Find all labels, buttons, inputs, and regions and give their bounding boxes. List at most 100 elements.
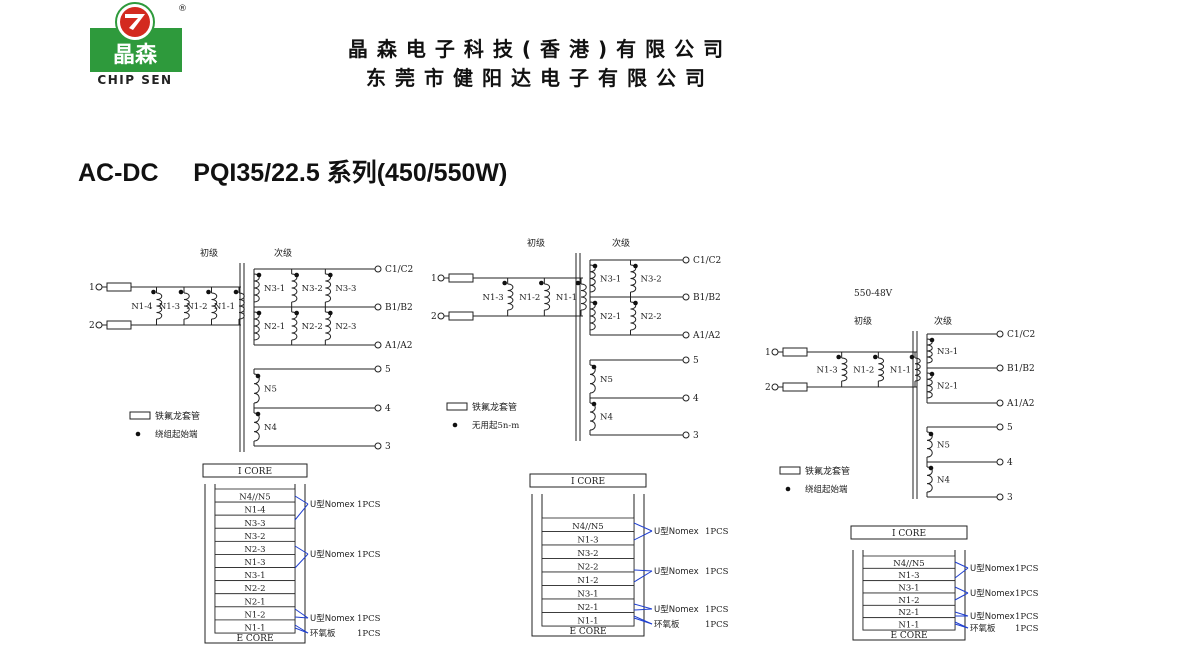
note-label: U型Nomex (310, 614, 355, 624)
winding-start-dot (255, 373, 261, 379)
winding-start-dot (151, 289, 156, 295)
note-arrow (954, 623, 969, 629)
pin-terminal (437, 312, 445, 320)
e-core-outline (531, 494, 645, 637)
pin-terminal (682, 256, 690, 264)
note-arrow (954, 611, 969, 617)
secondary-pin-label: A1/A2 (384, 341, 412, 351)
i-core-box (529, 473, 647, 488)
pin-terminal (374, 365, 382, 373)
secondary-label: 次级 (934, 315, 952, 327)
teflon-tube (782, 347, 808, 357)
legend-tube-label: 铁氟龙套管 (805, 465, 850, 477)
teflon-tube (448, 311, 474, 321)
coil-winding (291, 311, 298, 341)
winding-start-dot (255, 411, 261, 417)
layer-label: N1-4 (244, 506, 265, 516)
layer-label: N1-2 (577, 576, 598, 586)
winding-start-dot (785, 486, 791, 492)
legend-tube-icon (129, 411, 151, 420)
layer-label: N2-1 (244, 597, 265, 607)
note-arrow (954, 561, 969, 569)
primary-winding-label: N1-3 (817, 366, 838, 376)
note-arrow (633, 569, 653, 572)
coil-winding (253, 373, 260, 404)
pin-terminal (682, 331, 690, 339)
winding-start-dot (539, 280, 544, 286)
secondary-winding-label: N3-1 (264, 284, 285, 294)
aux-winding-label: N4 (600, 413, 613, 423)
winding-start-dot (592, 300, 598, 306)
layer-label: N3-2 (577, 549, 598, 559)
aux-pin-label: 4 (1007, 458, 1013, 468)
note-qty: 1PCS (1015, 564, 1039, 574)
coil-winding (841, 357, 848, 382)
layer-label: N3-1 (898, 584, 919, 594)
pin-terminal (374, 265, 382, 273)
note-qty: 1PCS (705, 620, 729, 630)
logo-registered: ® (178, 4, 186, 14)
secondary-winding-label: N2-3 (335, 322, 356, 332)
note-qty: 1PCS (357, 550, 381, 560)
primary-pin-label: 1 (765, 348, 771, 358)
layer-label: N3-3 (244, 519, 265, 529)
legend-tube-label: 铁氟龙套管 (155, 410, 200, 422)
e-core-outline (204, 484, 306, 644)
aux-pin-label: 5 (693, 356, 699, 366)
layer-label: N2-3 (244, 545, 265, 555)
logo-cn-text: 晶森 (113, 42, 158, 68)
secondary-winding-label: N3-2 (302, 284, 323, 294)
primary-winding-label: N1-2 (186, 302, 207, 312)
note-qty: 1PCS (1015, 624, 1039, 634)
secondary-pin-label: B1/B2 (385, 303, 413, 313)
note-qty: 1PCS (357, 500, 381, 510)
note-label: U型Nomex (970, 589, 1015, 599)
layer-label: N4//N5 (239, 493, 270, 503)
note-qty: 1PCS (357, 629, 381, 639)
pin-terminal (996, 423, 1004, 431)
secondary-pin-label: C1/C2 (385, 265, 413, 275)
coil-winding (507, 283, 514, 311)
secondary-pin-label: A1/A2 (692, 331, 720, 341)
legend-dot-label: 绕组起始端 (155, 429, 198, 440)
pin-terminal (374, 303, 382, 311)
pin-terminal (437, 274, 445, 282)
note-qty: 1PCS (357, 614, 381, 624)
winding-start-dot (929, 337, 935, 343)
winding-start-dot (633, 300, 638, 306)
coil-winding (253, 311, 260, 341)
pin-terminal (682, 431, 690, 439)
winding-start-dot (575, 280, 581, 286)
winding-start-dot (452, 422, 458, 428)
note-qty: 1PCS (1015, 612, 1039, 622)
legend-tube-icon (779, 466, 801, 475)
winding-start-dot (294, 272, 299, 278)
teflon-tube (782, 382, 808, 392)
logo-mark-icon (125, 14, 145, 30)
primary-winding-label: N1-3 (483, 293, 504, 303)
note-arrow (954, 592, 969, 601)
coil-winding (325, 311, 332, 341)
layer-row (541, 612, 635, 627)
i-core-label: I CORE (238, 467, 272, 477)
pin-terminal (95, 321, 103, 329)
layer-label: N4//N5 (893, 559, 924, 569)
layer-label: N1-2 (244, 610, 265, 620)
note-label: U型Nomex (654, 567, 699, 577)
secondary-winding-label: N2-2 (641, 312, 662, 322)
secondary-winding-label: N3-1 (600, 275, 621, 285)
primary-label: 初级 (854, 315, 872, 327)
primary-winding-label: N1-2 (853, 366, 874, 376)
note-label: 环氧板 (654, 619, 680, 630)
layer-label: N4//N5 (572, 522, 603, 532)
layer-label: N1-1 (898, 621, 919, 631)
winding-start-dot (178, 289, 184, 295)
winding-start-dot (256, 272, 262, 278)
winding-start-dot (929, 371, 935, 377)
aux-winding-label: N5 (600, 375, 613, 385)
i-core-label: I CORE (571, 477, 605, 487)
